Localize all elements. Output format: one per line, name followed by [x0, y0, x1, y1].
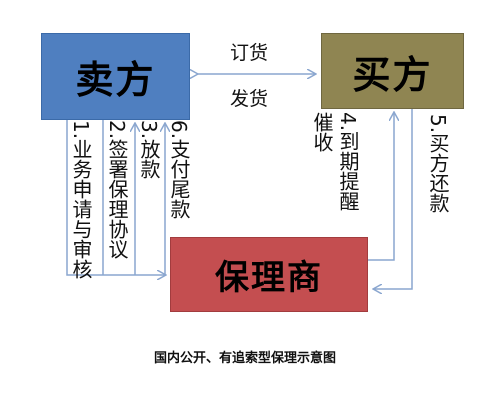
- step4-arrow: [366, 113, 394, 261]
- step5-label: 5.买方还款: [426, 114, 450, 214]
- diagram-caption: 国内公开、有追索型保理示意图: [153, 351, 336, 366]
- step4-label-line1: 4.到期提醒: [336, 112, 360, 212]
- buyer-node: 买方: [321, 33, 464, 109]
- seller-label: 卖方: [75, 58, 156, 102]
- step5-arrow: [374, 107, 413, 289]
- step2-label: 2.签署保理协议: [105, 120, 129, 260]
- step1-arrow: [66, 118, 165, 275]
- step3-label: 3.放款: [137, 120, 161, 180]
- step6-label: 6.支付尾款: [167, 120, 191, 220]
- order-label: 订货: [230, 42, 269, 64]
- factor-node: 保理商: [170, 237, 368, 312]
- factor-label: 保理商: [215, 258, 323, 298]
- step4-label-line2: 催收: [310, 112, 334, 152]
- seller-node: 卖方: [41, 33, 190, 120]
- buyer-label: 买方: [352, 52, 433, 97]
- ship-label: 发货: [230, 88, 269, 110]
- step1-label: 1.业务申请与审核: [69, 120, 93, 280]
